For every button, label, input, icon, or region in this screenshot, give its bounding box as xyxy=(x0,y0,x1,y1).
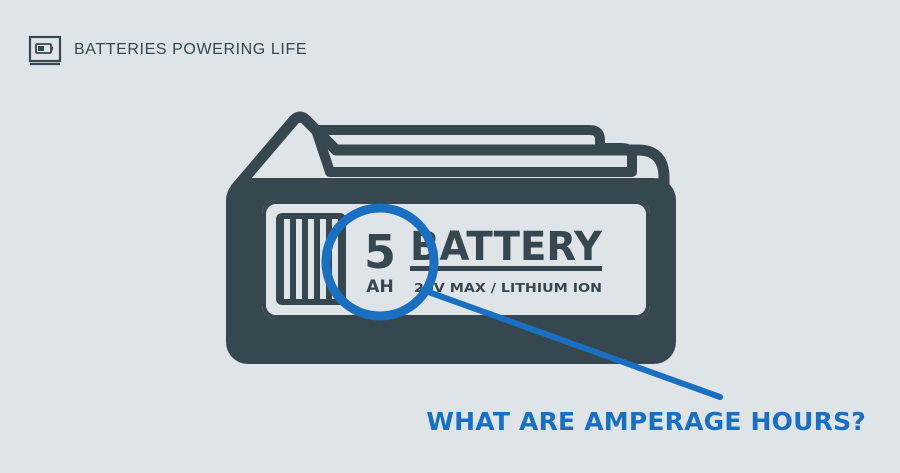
headline: WHAT ARE AMPERAGE HOURS? xyxy=(426,407,866,436)
battery-logo-icon xyxy=(28,35,62,66)
capacity-value: 5 xyxy=(364,225,396,279)
magnifier-lens xyxy=(321,203,439,321)
label-border xyxy=(262,200,650,319)
brand-name: BATTERIES POWERING LIFE xyxy=(74,41,308,58)
battery-specs: 20V MAX / LITHIUM ION xyxy=(414,280,602,295)
battery-body-outline xyxy=(230,111,670,196)
brand-logo: BATTERIES POWERING LIFE xyxy=(28,33,307,67)
magnifier-handle xyxy=(420,287,723,400)
capacity-unit: AH xyxy=(366,277,393,297)
battery-word: BATTERY xyxy=(410,224,603,270)
label-underline xyxy=(410,266,602,271)
